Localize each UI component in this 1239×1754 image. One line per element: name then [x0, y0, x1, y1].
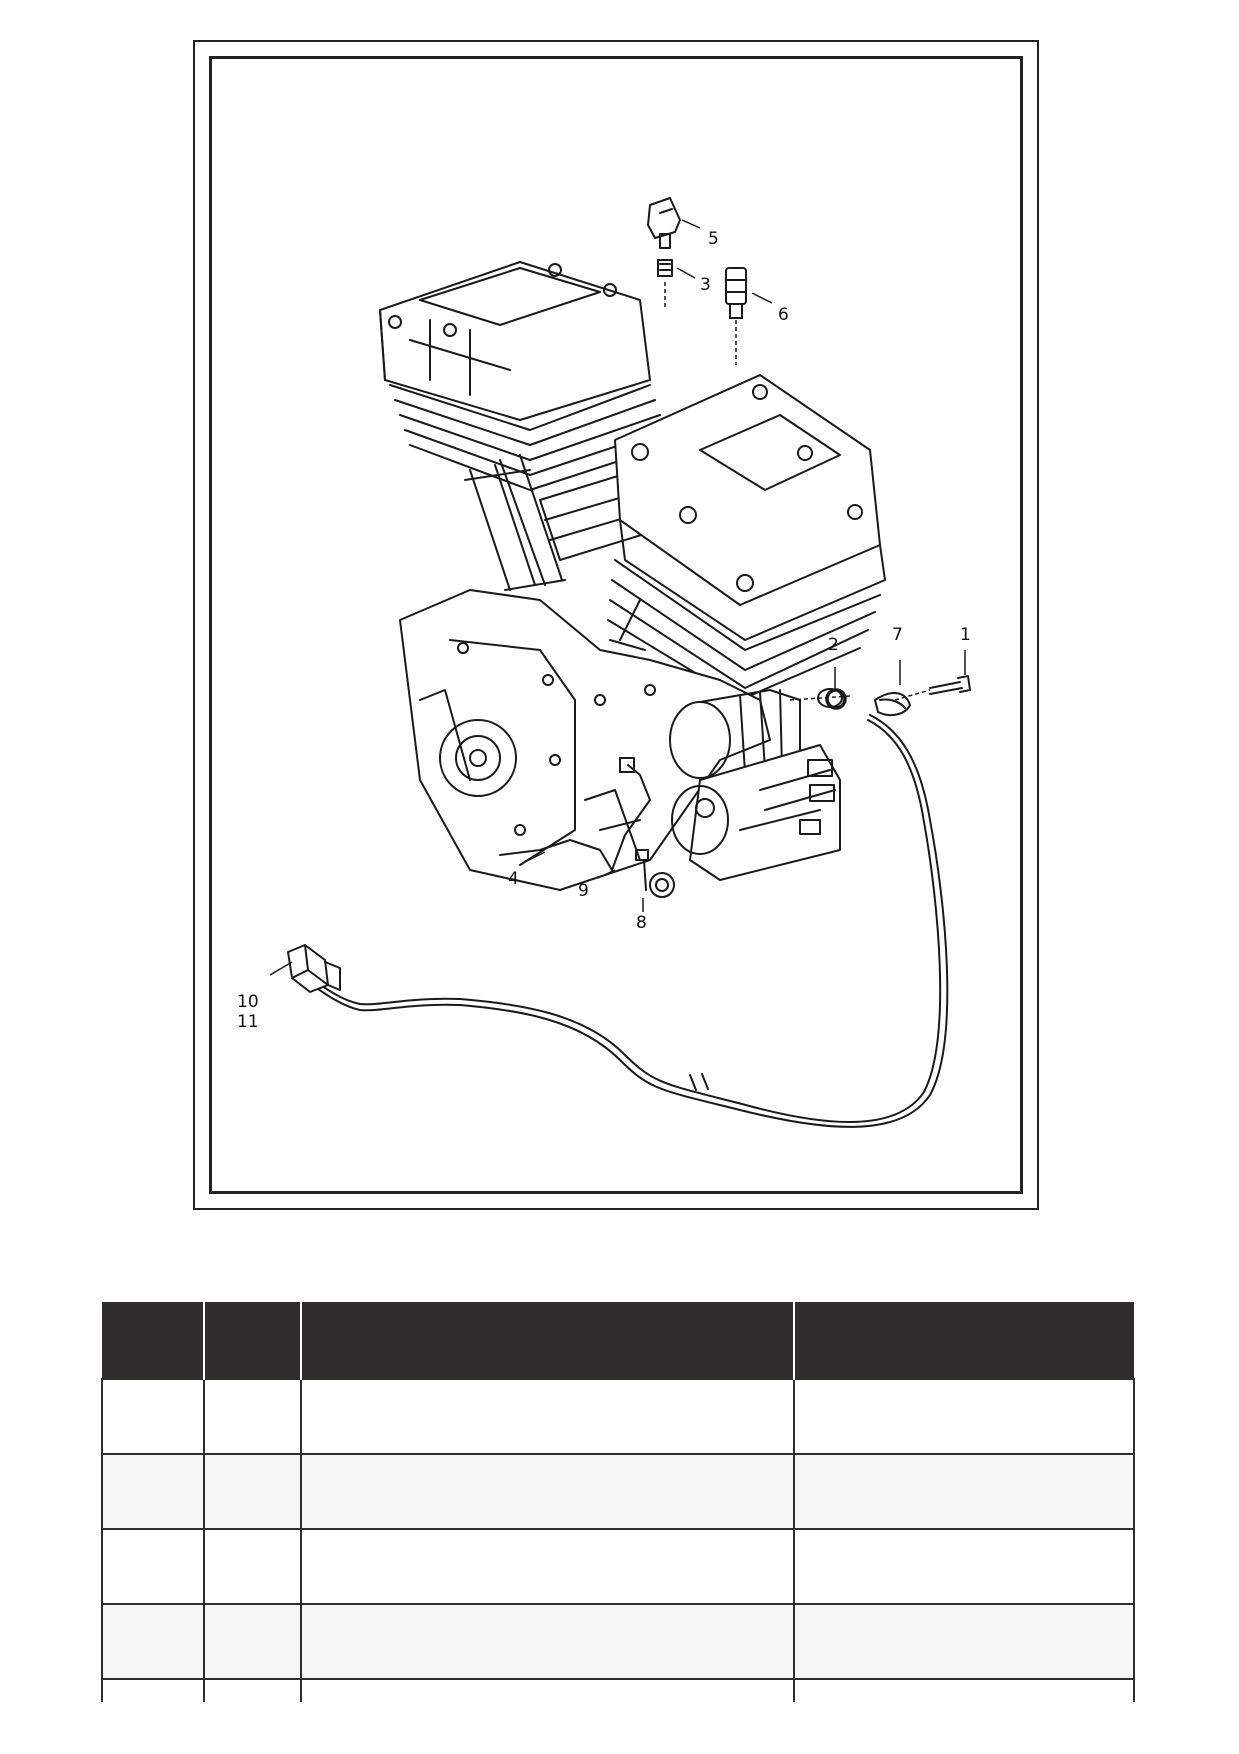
rear-rocker-cover — [379, 261, 651, 421]
leader-3 — [676, 267, 696, 279]
table-cell — [101, 1528, 205, 1605]
table-cell — [300, 1453, 795, 1530]
table-cell — [101, 1678, 205, 1702]
header-cell — [203, 1302, 301, 1379]
front-rocker-cover — [614, 374, 886, 641]
harness-connector — [287, 944, 341, 993]
crankcase — [399, 589, 771, 891]
table-row — [101, 1528, 1135, 1605]
diagram-frame-inner — [209, 56, 1023, 1194]
table-cell — [203, 1528, 302, 1605]
table-cell — [793, 1678, 1135, 1702]
leader-6 — [751, 292, 773, 304]
table-row — [101, 1678, 1135, 1702]
callout-10: 10 — [237, 992, 259, 1012]
table-cell — [793, 1453, 1135, 1530]
callout-2: 2 — [828, 635, 839, 655]
table-cell — [203, 1678, 302, 1702]
callout-5: 5 — [708, 229, 719, 249]
callout-11: 11 — [237, 1012, 259, 1032]
leader-10 — [269, 961, 293, 976]
leader-4 — [524, 851, 546, 863]
leader-9 — [597, 869, 616, 879]
table-cell — [203, 1378, 302, 1455]
callout-4: 4 — [508, 869, 519, 889]
parts-table — [101, 1302, 1135, 1702]
sensor-6 — [725, 267, 747, 319]
table-row — [101, 1378, 1135, 1455]
sensor-3 — [657, 259, 673, 277]
header-cell — [793, 1302, 1134, 1379]
front-cylinder-fins — [607, 559, 881, 701]
table-cell — [300, 1378, 795, 1455]
table-cell — [793, 1378, 1135, 1455]
table-cell — [101, 1378, 205, 1455]
header-cell — [300, 1302, 794, 1379]
table-cell — [793, 1528, 1135, 1605]
sensor-axis-line — [789, 695, 851, 701]
table-cell — [793, 1603, 1135, 1680]
sensor-5 — [647, 197, 681, 249]
table-cell — [300, 1678, 795, 1702]
callout-9: 9 — [578, 881, 589, 901]
pushrod-tubes — [464, 454, 566, 591]
table-cell — [101, 1453, 205, 1530]
parts-table-header — [102, 1302, 1134, 1379]
callout-8: 8 — [636, 913, 647, 933]
sensor-assembly — [817, 675, 971, 717]
callout-6: 6 — [778, 305, 789, 325]
callout-1: 1 — [960, 625, 971, 645]
table-cell — [203, 1453, 302, 1530]
starter-motor — [649, 689, 841, 898]
callout-7: 7 — [892, 625, 903, 645]
table-row — [101, 1603, 1135, 1680]
table-cell — [203, 1603, 302, 1680]
table-cell — [101, 1603, 205, 1680]
table-row — [101, 1453, 1135, 1530]
o-ring — [825, 688, 847, 710]
header-cell — [102, 1302, 204, 1379]
bolt-axis-line — [894, 689, 931, 701]
leader-5 — [681, 219, 701, 229]
crank-sensor-wiring — [499, 757, 651, 891]
table-cell — [300, 1603, 795, 1680]
callout-3: 3 — [700, 275, 711, 295]
sensor-harness-cable — [304, 714, 949, 1128]
table-cell — [300, 1528, 795, 1605]
